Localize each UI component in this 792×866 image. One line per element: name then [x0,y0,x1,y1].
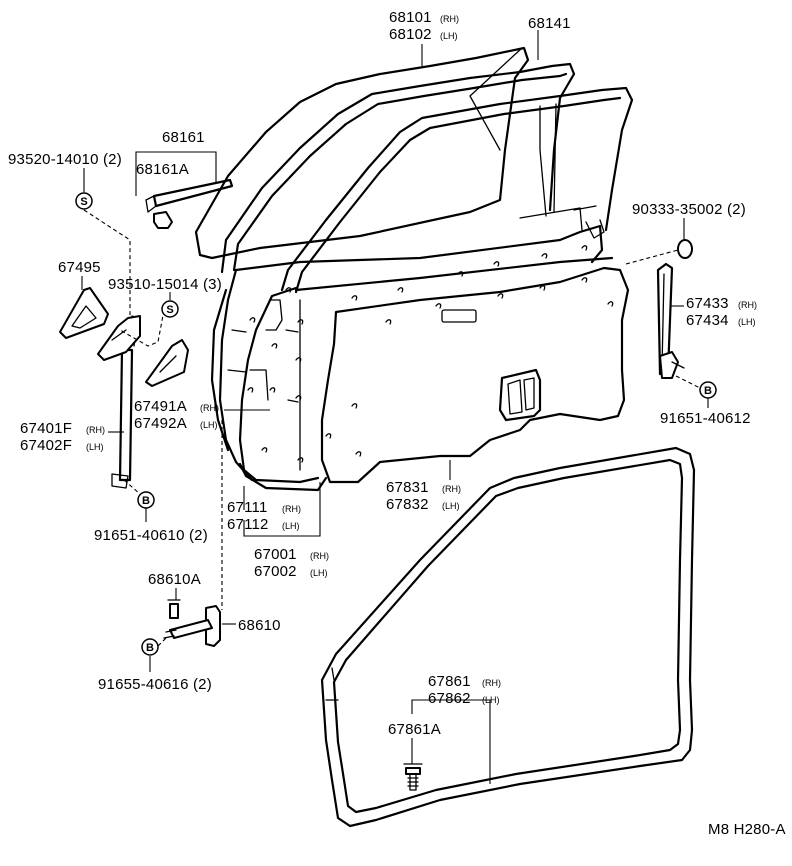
diagram-code: M8 H280-A [708,821,786,838]
label-68610: 68610 [238,617,281,634]
label-93510: 93510-15014 (3) [108,276,222,293]
mirror-cover [59,287,141,361]
side-67434: (LH) [738,317,756,327]
assembly-lines [83,209,701,647]
svg-text:B: B [142,495,150,507]
label-68161: 68161 [162,129,205,146]
label-68610a: 68610A [148,571,201,588]
label-67831: 67831 [386,479,429,496]
fastener-symbol-b-3: B [141,638,159,656]
side-68102: (LH) [440,31,458,41]
fastener-symbol-b-2: B [137,491,155,509]
door-glass [194,46,530,260]
rear-run-channel [656,262,685,379]
fastener-symbol-s-1: S [75,192,93,210]
svg-text:S: S [80,196,87,208]
side-67862: (LH) [482,695,500,705]
label-67112: 67112 [227,516,269,533]
label-68102: 68102 [389,26,432,43]
side-68101: (RH) [440,14,459,24]
belt-moulding [145,178,234,229]
side-67491a: (RH) [200,403,219,413]
label-68141: 68141 [528,15,571,32]
panel-clips [247,245,614,463]
side-67492a: (LH) [200,420,218,430]
side-67832: (LH) [442,501,460,511]
svg-text:B: B [704,385,712,397]
label-67862: 67862 [428,690,471,707]
trim-board [320,266,630,484]
label-67832: 67832 [386,496,429,513]
label-67111: 67111 [227,499,268,516]
label-91651-40610: 91651-40610 (2) [94,527,208,544]
label-68161a: 68161A [136,161,189,178]
label-67861: 67861 [428,673,471,690]
fastener-symbol-s-2: S [161,300,179,318]
label-68101: 68101 [389,9,432,26]
label-67002: 67002 [254,563,297,580]
screw [403,763,423,791]
side-67111: (RH) [282,504,301,514]
part-labels: 68101 (RH) 68102 (LH) 68141 68161 68161A… [8,9,786,838]
side-67002: (LH) [310,568,328,578]
svg-text:B: B [146,642,154,654]
label-67402f: 67402F [20,437,72,454]
leader-lines [81,30,709,784]
label-67434: 67434 [686,312,729,329]
label-91651-40612: 91651-40612 [660,410,751,427]
fastener-symbol-b-1: B [699,381,717,399]
svg-text:S: S [166,304,173,316]
label-67495: 67495 [58,259,101,276]
hole-plug [677,239,693,259]
label-91655: 91655-40616 (2) [98,676,212,693]
side-67401f: (RH) [86,425,105,435]
label-93520: 93520-14010 (2) [8,151,122,168]
label-67001: 67001 [254,546,297,563]
door-panel [210,205,614,492]
side-67861: (RH) [482,678,501,688]
side-67112: (LH) [282,521,300,531]
label-67861a: 67861A [388,721,441,738]
door-hinge [163,599,221,647]
side-67831: (RH) [442,484,461,494]
label-90333: 90333-35002 (2) [632,201,746,218]
label-67492a: 67492A [134,415,187,432]
side-67402f: (LH) [86,442,104,452]
weatherstrip [320,446,696,828]
label-67401f: 67401F [20,420,72,437]
corner-cover [145,339,189,387]
window-frame [220,62,634,294]
label-67491a: 67491A [134,398,187,415]
label-67433: 67433 [686,295,729,312]
side-67433: (RH) [738,300,757,310]
side-67001: (RH) [310,551,329,561]
